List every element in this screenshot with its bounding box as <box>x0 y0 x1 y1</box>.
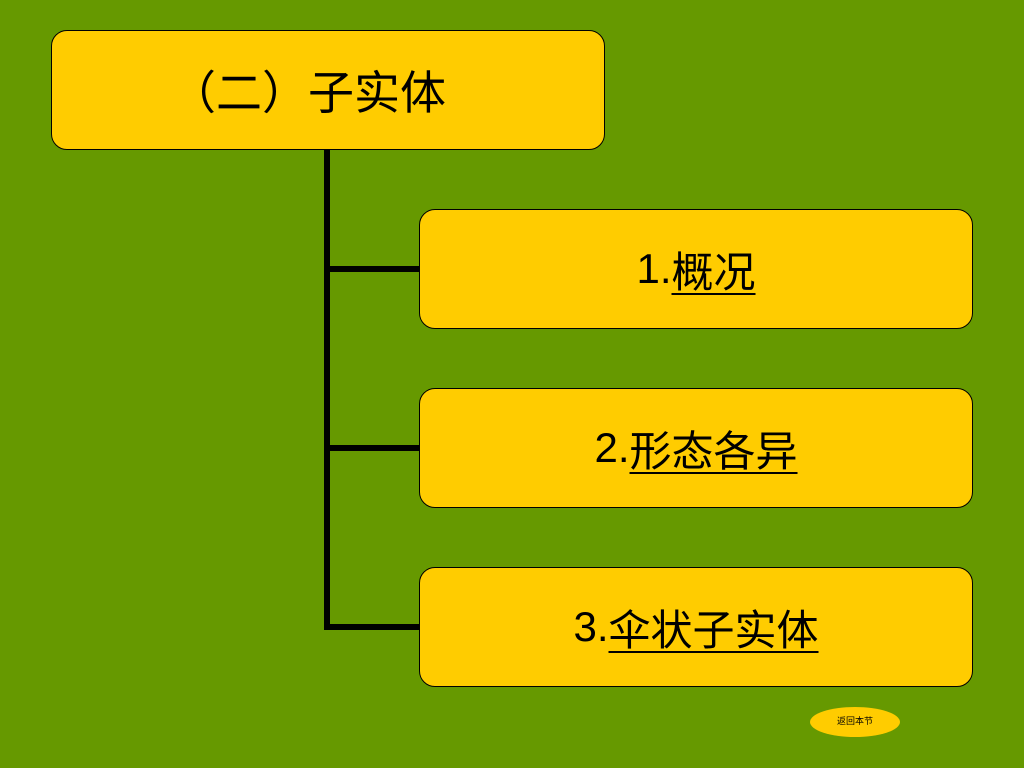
back-to-section-button[interactable]: 返回本节 <box>810 707 900 737</box>
item-box-umbrella[interactable]: 3.伞状子实体 <box>419 567 973 687</box>
item-link-umbrella[interactable]: 伞状子实体 <box>608 605 819 655</box>
page-title: （二）子实体 <box>170 66 446 120</box>
item-number: 3. <box>573 603 609 650</box>
item-box-overview[interactable]: 1.概况 <box>419 209 973 329</box>
back-button-label: 返回本节 <box>836 717 873 727</box>
item-number: 1. <box>636 245 672 292</box>
item-link-forms[interactable]: 形态各异 <box>629 426 798 476</box>
title-box: （二）子实体 <box>51 30 605 150</box>
item-number: 2. <box>594 424 630 471</box>
item-box-forms[interactable]: 2.形态各异 <box>419 388 973 508</box>
item-link-overview[interactable]: 概况 <box>671 247 756 297</box>
